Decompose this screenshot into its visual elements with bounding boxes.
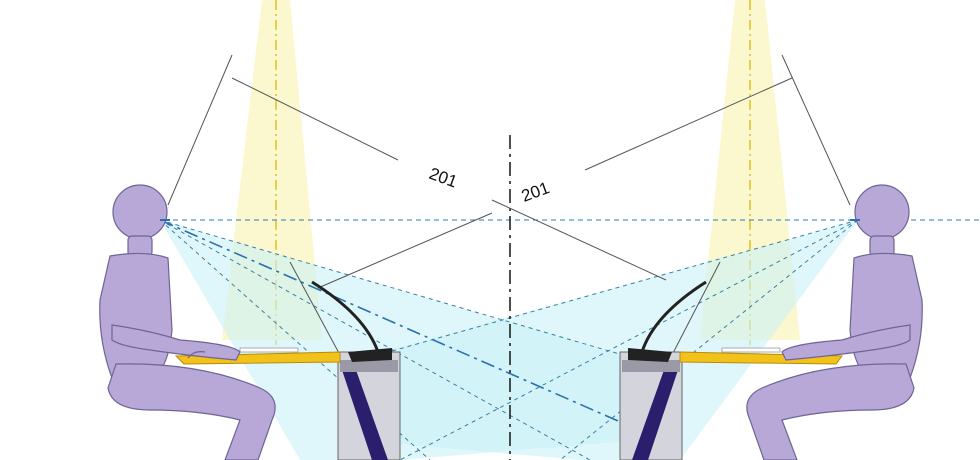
panel-right: [619, 351, 683, 460]
panel-left: [337, 351, 401, 460]
microphone-right-icon: [628, 280, 707, 362]
main-sightline-left: [159, 219, 651, 436]
paper-left: [239, 347, 299, 353]
dimension-label-right: 201: [519, 178, 552, 206]
sightlines-right: [359, 219, 859, 460]
paper-right: [721, 347, 781, 353]
person-left-icon: [99, 184, 276, 460]
sightline-area-right: [355, 220, 858, 460]
microphone-left-icon: [311, 280, 392, 362]
person-right-icon: [746, 184, 923, 460]
dimension-lines: [167, 54, 851, 356]
dimension-label-left: 201: [427, 164, 460, 192]
sightlines-left: [159, 219, 641, 460]
